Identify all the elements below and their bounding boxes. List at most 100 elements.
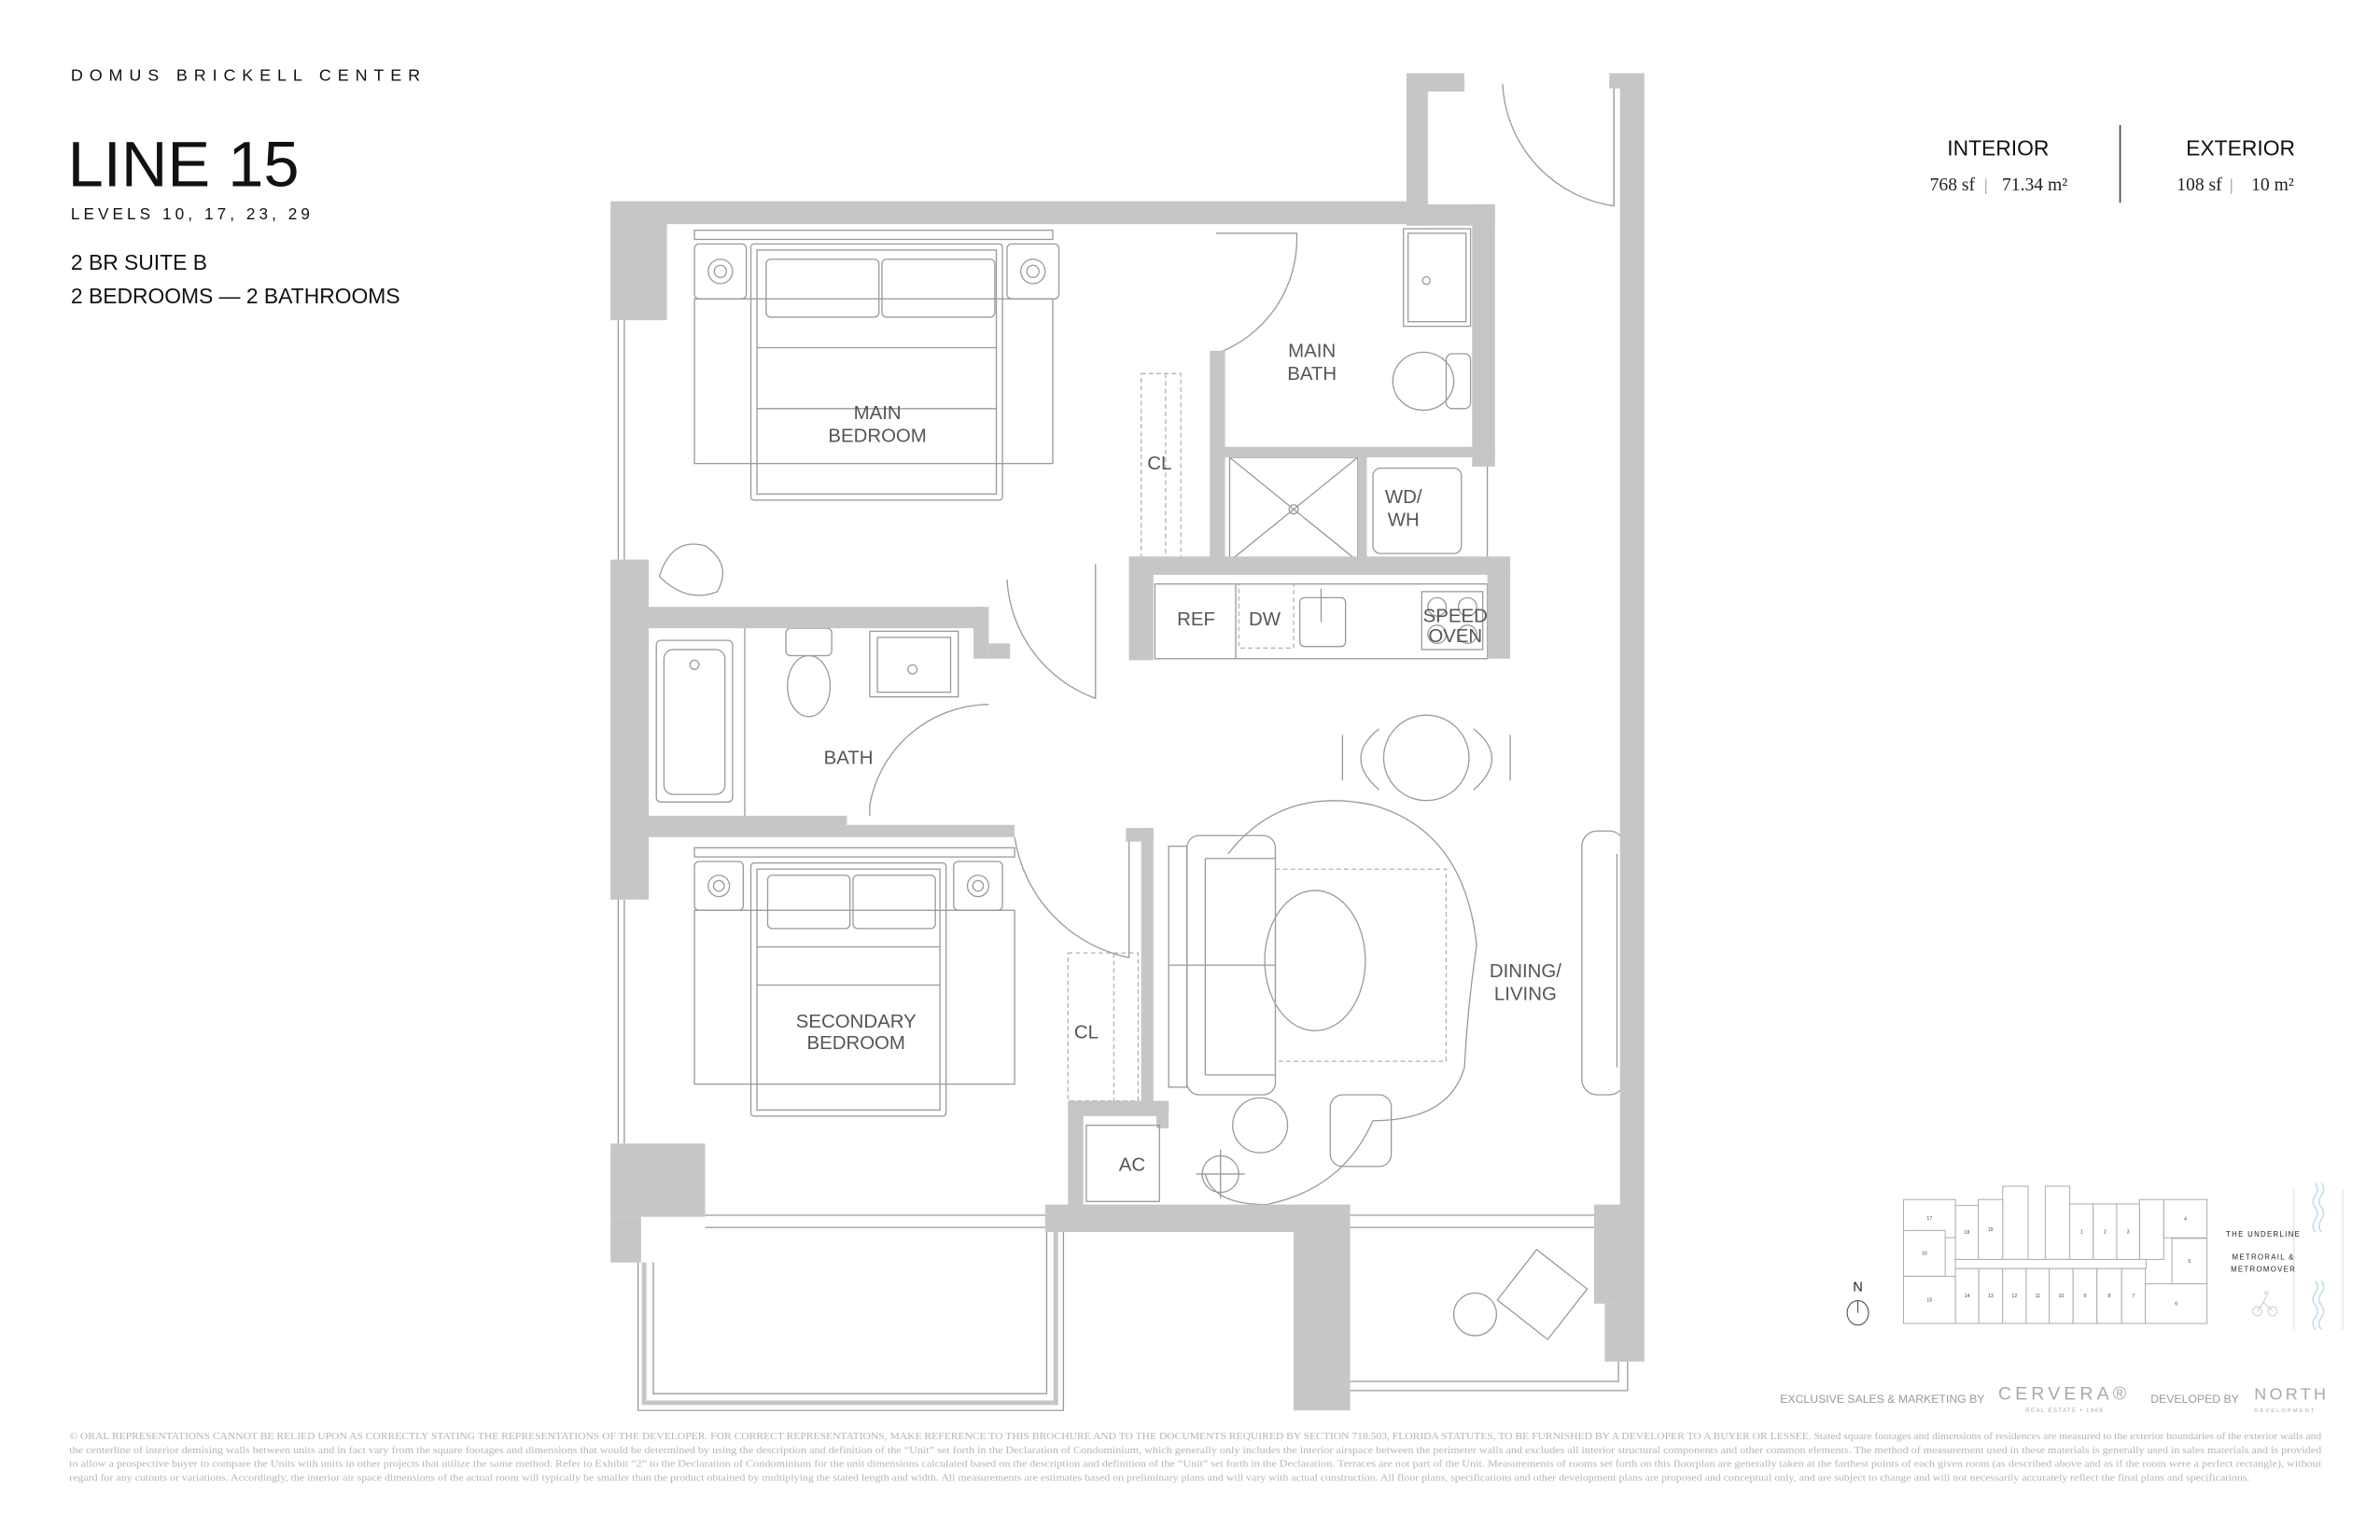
windows xyxy=(617,320,1594,1228)
cervera-logo: CERVERA® xyxy=(1998,1384,2130,1405)
keyplan-unit xyxy=(2069,1203,2094,1260)
exterior-m2: 10 m² xyxy=(2251,175,2294,195)
label-closet-2: CL xyxy=(1074,1023,1099,1043)
disclaimer-line-2: the centerline of interior demising wall… xyxy=(69,1446,2322,1456)
balcony-railings xyxy=(637,1232,1629,1411)
doors xyxy=(869,76,1615,959)
keyplan-unit-label: 5 xyxy=(2188,1259,2191,1265)
label-bath: BATH xyxy=(824,748,874,768)
interior-m2: 71.34 m² xyxy=(2002,175,2067,195)
exterior-sep: | xyxy=(2230,175,2233,194)
label-main-bedroom-1: MAIN xyxy=(854,403,902,424)
keyplan-unit xyxy=(2096,1267,2122,1324)
keyplan-unit-label: 10 xyxy=(2058,1294,2064,1299)
bicycle-icon xyxy=(2252,1291,2278,1317)
line-title: LINE 15 xyxy=(68,128,300,200)
keyplan-unit-label: 18 xyxy=(1964,1230,1969,1236)
core-block xyxy=(2002,1185,2029,1260)
north-logo: NORTH xyxy=(2254,1385,2329,1404)
main-bed xyxy=(658,230,1060,596)
secondary-bed xyxy=(693,847,1015,1117)
label-wd-wh-2: WH xyxy=(1388,511,1420,531)
label-secondary-bedroom-1: SECONDARY xyxy=(796,1012,917,1032)
keyplan-unit-label: 16 xyxy=(1922,1252,1927,1257)
keyplan-unit-label: 9 xyxy=(2084,1294,2087,1299)
north-label: N xyxy=(1853,1281,1863,1295)
interior-sf: 768 sf xyxy=(1930,175,1976,195)
keyplan-unit-label: 3 xyxy=(2127,1229,2130,1235)
core-block xyxy=(1954,1258,2147,1269)
label-wd-wh-1: WD/ xyxy=(1385,487,1422,508)
cervera-logo-sub: REAL ESTATE • 1969 xyxy=(2025,1407,2104,1414)
living-furniture xyxy=(1168,714,1626,1341)
floor-plan: MAIN BEDROOM MAIN BATH CL WD/ WH REF DW … xyxy=(610,73,1645,1411)
label-main-bath-1: MAIN xyxy=(1288,341,1336,361)
keyplan-unit xyxy=(2025,1267,2051,1324)
label-dining-living-1: DINING/ xyxy=(1490,961,1561,982)
label-dw: DW xyxy=(1249,609,1281,630)
keyplan-unit-label: 11 xyxy=(2036,1294,2041,1299)
keyplan-unit-label: 13 xyxy=(1988,1294,1994,1299)
bath-fixtures xyxy=(655,627,959,817)
label-main-bedroom-2: BEDROOM xyxy=(828,427,926,447)
label-speed-oven-1: SPEED xyxy=(1423,607,1488,627)
label-speed-oven-2: OVEN xyxy=(1428,626,1482,647)
label-secondary-bedroom-2: BEDROOM xyxy=(807,1033,905,1054)
developer-label: DEVELOPED BY xyxy=(2150,1393,2239,1406)
north-logo-sub: DEVELOPMENT xyxy=(2254,1408,2316,1414)
suite-name: 2 BR SUITE B xyxy=(71,250,207,274)
wave-icon xyxy=(2312,1183,2325,1330)
project-name: DOMUS BRICKELL CENTER xyxy=(71,66,427,85)
compass-icon xyxy=(1846,1299,1869,1326)
metrorail-label: METRORAIL & xyxy=(2233,1253,2295,1261)
keyplan-unit xyxy=(2171,1238,2208,1285)
exterior-label: EXTERIOR xyxy=(2186,136,2295,161)
keyplan-unit-label: 1 xyxy=(2080,1229,2083,1235)
walls xyxy=(610,73,1645,1411)
keyplan-unit-label: 8 xyxy=(2107,1294,2110,1299)
keyplan-unit-label: 12 xyxy=(2011,1294,2017,1299)
header: DOMUS BRICKELL CENTER LINE 15 LEVELS 10,… xyxy=(68,66,427,309)
keyplan-unit-label: 17 xyxy=(1926,1216,1932,1222)
keyplan-unit-label: 14 xyxy=(1965,1294,1970,1299)
interior-label: INTERIOR xyxy=(1947,136,2049,161)
keyplan-unit xyxy=(2163,1198,2208,1239)
interior-sep: | xyxy=(1984,175,1988,194)
disclaimer-line-4: regard for any cutouts or variations. Ac… xyxy=(69,1473,2249,1483)
disclaimer-line-1: © ORAL REPRESENTATIONS CANNOT BE RELIED … xyxy=(69,1432,2322,1442)
disclaimer: © ORAL REPRESENTATIONS CANNOT BE RELIED … xyxy=(69,1432,2322,1483)
keyplan-unit xyxy=(1978,1198,2004,1260)
levels: LEVELS 10, 17, 23, 29 xyxy=(71,204,314,223)
label-ac: AC xyxy=(1119,1155,1145,1176)
transit-strip xyxy=(2252,1183,2344,1330)
disclaimer-line-3: to allow a prospective buyer to compare … xyxy=(69,1460,2321,1470)
kitchen xyxy=(1154,583,1489,660)
keyplan-unit-label: 4 xyxy=(2184,1216,2187,1222)
keyplan-unit xyxy=(1954,1204,1980,1260)
keyplan-unit xyxy=(2072,1267,2098,1324)
rooms-summary: 2 BEDROOMS — 2 BATHROOMS xyxy=(71,284,400,308)
label-closet-1: CL xyxy=(1147,454,1171,474)
underline-label: THE UNDERLINE xyxy=(2226,1230,2301,1239)
label-ref: REF xyxy=(1177,609,1215,630)
keyplan-unit-label: 2 xyxy=(2104,1229,2107,1235)
metromover-label: METROMOVER xyxy=(2231,1265,2296,1273)
keyplan-unit xyxy=(2116,1203,2140,1260)
keyplan-unit-label: 19 xyxy=(1988,1227,1994,1233)
keyplan-unit-label: 15 xyxy=(1926,1297,1932,1303)
sales-label: EXCLUSIVE SALES & MARKETING BY xyxy=(1780,1393,1984,1406)
keyplan-unit xyxy=(1903,1229,1946,1277)
label-main-bath-2: BATH xyxy=(1287,364,1337,385)
keyplan-unit-label: 6 xyxy=(2175,1301,2177,1307)
label-dining-living-2: LIVING xyxy=(1494,985,1557,1005)
core-block xyxy=(2044,1185,2071,1260)
core-block xyxy=(2138,1198,2164,1260)
credits: EXCLUSIVE SALES & MARKETING BY CERVERA® … xyxy=(1780,1384,2329,1414)
keyplan-unit xyxy=(1954,1267,1980,1324)
area-summary: INTERIOR 768 sf | 71.34 m² EXTERIOR 108 … xyxy=(1930,124,2295,203)
keyplan-unit xyxy=(2145,1283,2208,1324)
keyplan-unit xyxy=(1978,1267,2004,1324)
keyplan-unit xyxy=(2093,1203,2118,1260)
